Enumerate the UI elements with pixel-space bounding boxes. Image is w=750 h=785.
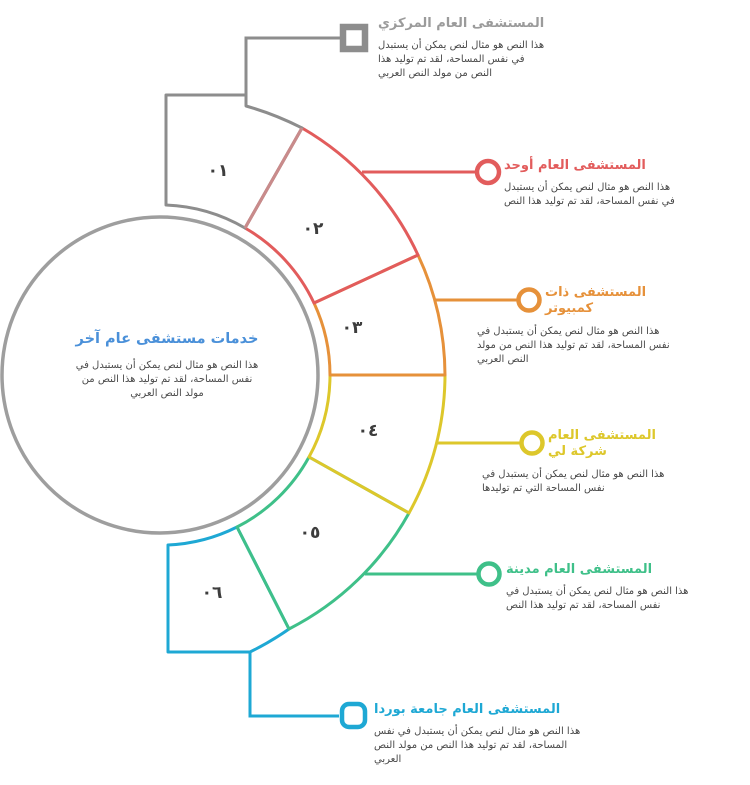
center-text-block: خدمات مستشفى عام آخر هذا النص هو مثال لن…: [72, 330, 262, 401]
callout-teal-title: المستشفى العام جامعة بوردا: [374, 702, 561, 717]
square-marker-icon: [339, 23, 369, 53]
center-title: خدمات مستشفى عام آخر: [75, 331, 259, 347]
segment-4-arc: [307, 373, 447, 515]
circle-marker-red-icon: [474, 158, 502, 186]
callout-yellow: المستشفى العام شركة لي هذا النص هو مثال …: [482, 428, 678, 496]
callout-red: المستشفى العام أوحد هذا النص هو مثال لنص…: [504, 158, 676, 209]
segment-3-number: ٠٣: [342, 318, 363, 338]
callout-green-title: المستشفى العام مدينة: [506, 562, 653, 577]
callout-top-body: هذا النص هو مثال لنص يمكن أن يستبدل في ن…: [378, 40, 545, 80]
callout-yellow-body: هذا النص هو مثال لنص يمكن أن يستبدل في ن…: [482, 468, 665, 494]
callout-yellow-title: المستشفى العام شركة لي: [548, 428, 656, 460]
callout-teal-body: هذا النص هو مثال لنص يمكن أن يستبدل في ن…: [374, 726, 581, 766]
callout-teal-line: [248, 652, 339, 718]
callout-orange: المستشفى ذات كمبيوتر هذا النص هو مثال لن…: [477, 285, 675, 367]
callout-top-line: [244, 36, 341, 106]
callout-red-title: المستشفى العام أوحد: [504, 158, 646, 173]
segment-3-arc: [312, 253, 447, 377]
segment-4-number: ٠٤: [358, 421, 379, 441]
callout-teal: المستشفى العام جامعة بوردا هذا النص هو م…: [374, 702, 596, 767]
circle-marker-yellow-icon: [519, 430, 545, 456]
segment-2-arc: [243, 126, 420, 305]
callout-green-body: هذا النص هو مثال لنص يمكن أن يستبدل في ن…: [506, 586, 689, 612]
callout-orange-title: المستشفى ذات كمبيوتر: [545, 285, 647, 317]
segment-6-number: ٠٦: [202, 583, 223, 603]
callout-orange-body: هذا النص هو مثال لنص يمكن أن يستبدل في ن…: [477, 325, 670, 365]
segment-2-number: ٠٢: [303, 219, 324, 239]
rounded-square-marker-teal-icon: [339, 701, 368, 730]
center-body: هذا النص هو مثال لنص يمكن أن يستبدل في ن…: [75, 359, 259, 400]
main-circle: [0, 215, 320, 535]
segment-5-number: ٠٥: [300, 523, 321, 543]
segment-5-arc: [235, 455, 411, 631]
segment-1-number: ٠١: [208, 161, 229, 181]
segment-1-2-boundary: [243, 127, 304, 229]
callout-green: المستشفى العام مدينة هذا النص هو مثال لن…: [506, 562, 691, 613]
circle-marker-orange-icon: [516, 287, 542, 313]
callout-top-title: المستشفى العام المركزي: [378, 16, 545, 31]
circle-marker-green-icon: [476, 561, 502, 587]
segment-6-arc: [166, 525, 291, 654]
callout-top: المستشفى العام المركزي هذا النص هو مثال …: [378, 16, 546, 81]
callout-red-body: هذا النص هو مثال لنص يمكن أن يستبدل في ن…: [504, 182, 675, 208]
